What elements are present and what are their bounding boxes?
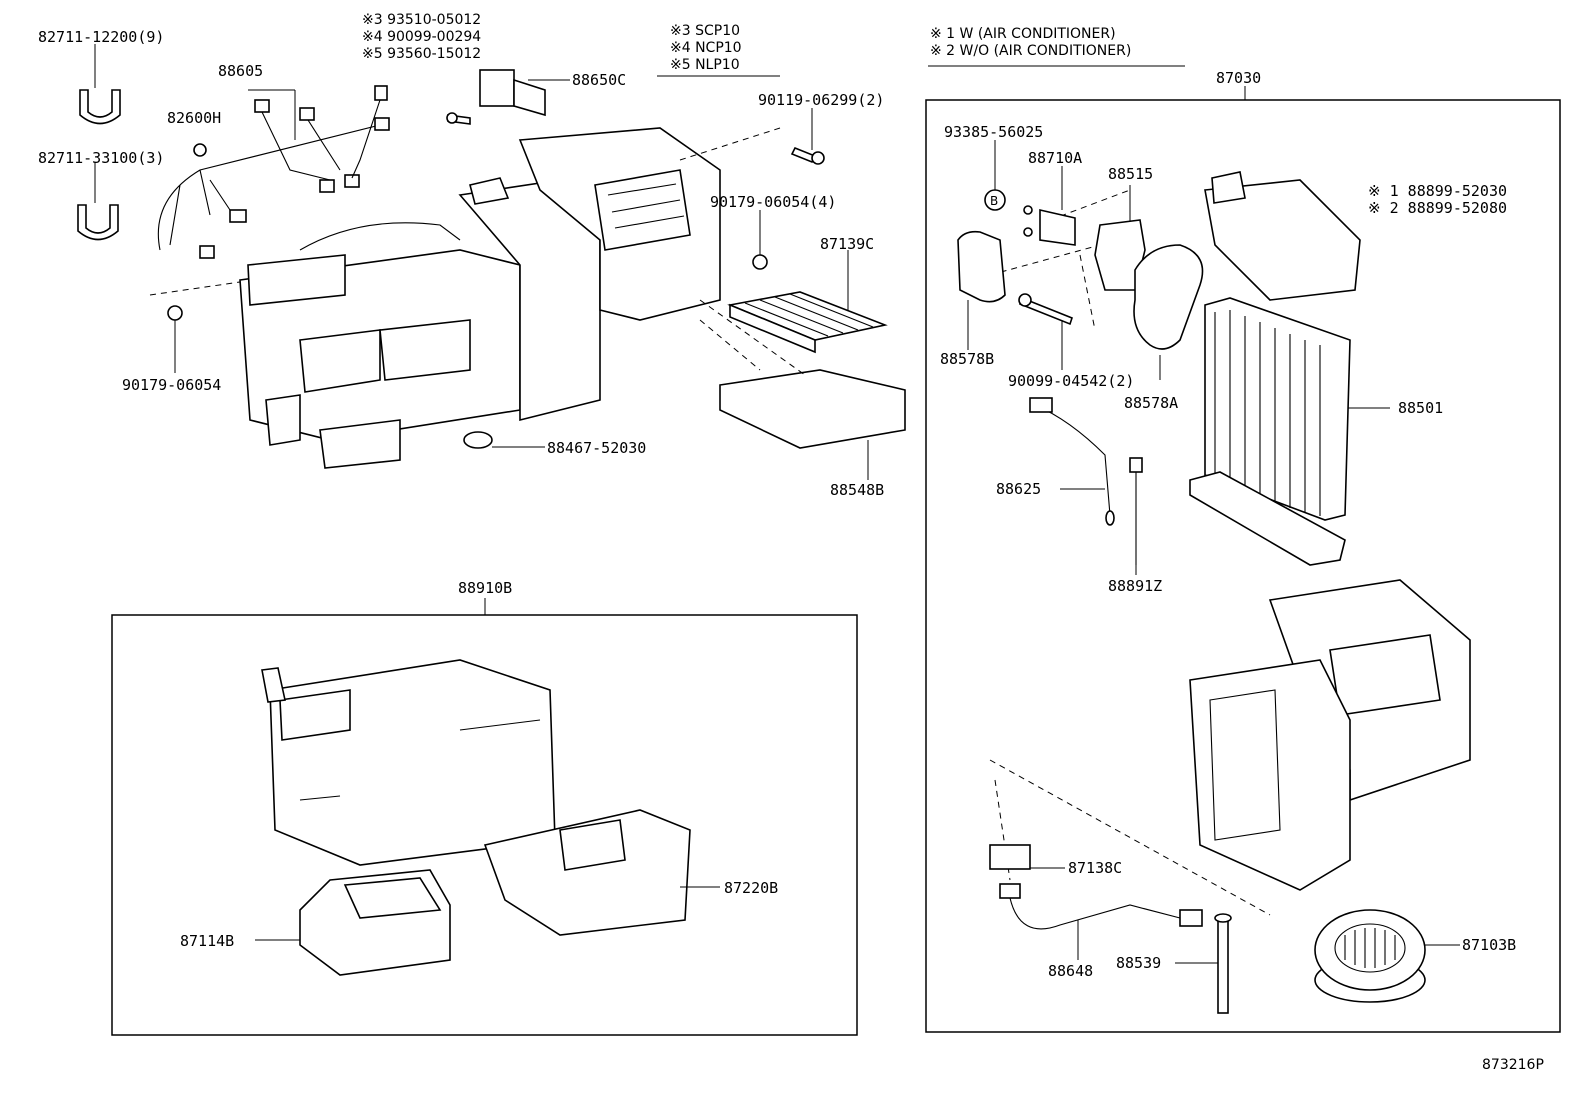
label-87030[interactable]: 87030 [1216,69,1262,87]
grommet-82600h [193,143,207,157]
diagram-number: 873216P [1482,1057,1544,1073]
variant-b-model: ※4 NCP10 [670,40,742,56]
clamp-82711-33100 [77,162,119,241]
evaporator-88501 [1189,297,1390,566]
label-88501[interactable]: 88501 [1398,399,1444,417]
filter-tray-88548b [719,369,906,480]
blower-motor-87103b [1314,909,1460,1003]
label-88899-52030[interactable]: ※ 1 88899-52030 [1368,182,1507,200]
label-88650c[interactable]: 88650C [572,71,627,89]
resistor-87138c [989,844,1065,870]
nut-90179-06054 [167,305,183,373]
nut-90179-06054-4 [752,210,768,270]
wire-harness-88605 [157,85,390,259]
label-90179-06054[interactable]: 90179-06054 [122,376,222,394]
label-90179-06054-4[interactable]: 90179-06054(4) [710,193,837,211]
wire-88648 [999,883,1203,960]
label-87114b[interactable]: 87114B [180,932,235,950]
label-88648[interactable]: 88648 [1048,962,1094,980]
screw-93510 [446,112,471,125]
label-82600h[interactable]: 82600H [167,109,222,127]
thermistor-88625 [1029,397,1115,526]
legend-without-ac: ※ 2 W/O (AIR CONDITIONER) [930,43,1132,59]
blower-case-87030 [1189,579,1471,891]
label-87138c[interactable]: 87138C [1068,859,1123,877]
bolt-circle-b: B [984,140,1006,211]
variant-b-part: ※4 90099-00294 [362,29,482,45]
label-90099-04542[interactable]: 90099-04542(2) [1008,372,1135,390]
legend-with-ac: ※ 1 W (AIR CONDITIONER) [930,26,1116,42]
blower-case-upper [518,127,721,321]
label-88625[interactable]: 88625 [996,480,1042,498]
sensor-88891z [1129,457,1143,575]
sub-assembly-frame-87030 [925,99,1561,1033]
bolt-90119-06299 [790,108,825,165]
label-88899-52080[interactable]: ※ 2 88899-52080 [1368,199,1507,217]
label-87220b[interactable]: 87220B [724,879,779,897]
label-88467-52030[interactable]: 88467-52030 [547,439,647,457]
label-88710a[interactable]: 88710A [1028,149,1083,167]
relay-88650c [479,69,570,117]
bolt-90099-04542 [1018,293,1073,370]
label-88891z[interactable]: 88891Z [1108,577,1163,595]
variant-c-model: ※5 NLP10 [670,57,740,73]
label-82711-33100[interactable]: 82711-33100(3) [38,149,165,167]
air-inlet-87114b [255,869,451,976]
label-88578a[interactable]: 88578A [1124,394,1179,412]
packing-88578b [957,230,1006,350]
label-88605[interactable]: 88605 [218,62,264,80]
evaporator-cover-88899 [1204,171,1361,301]
blower-housing-87220b [483,809,720,936]
expansion-valve-88710a [1023,166,1076,246]
label-88539[interactable]: 88539 [1116,954,1162,972]
packing-88578a [1133,244,1204,380]
heater-unit-assembly [239,177,601,469]
label-87139c[interactable]: 87139C [820,235,875,253]
label-93385-56025[interactable]: 93385-56025 [944,123,1044,141]
heater-case-88910b [261,659,556,866]
label-88578b[interactable]: 88578B [940,350,995,368]
label-88910b[interactable]: 88910B [458,579,513,597]
variant-a-model: ※3 SCP10 [670,23,741,39]
label-88515[interactable]: 88515 [1108,165,1154,183]
grommet-88467-52030 [463,431,545,449]
circle-b-label: B [990,194,998,208]
label-88548b[interactable]: 88548B [830,481,885,499]
label-90119-06299[interactable]: 90119-06299(2) [758,91,885,109]
label-82711-12200[interactable]: 82711-12200(9) [38,28,165,46]
variant-a-part: ※3 93510-05012 [362,12,482,28]
servo-rod-88539 [1175,913,1232,1014]
label-87103b[interactable]: 87103B [1462,936,1517,954]
filter-87139c [727,250,888,354]
clamp-82711-12200 [79,44,121,125]
variant-c-part: ※5 93560-15012 [362,46,482,62]
